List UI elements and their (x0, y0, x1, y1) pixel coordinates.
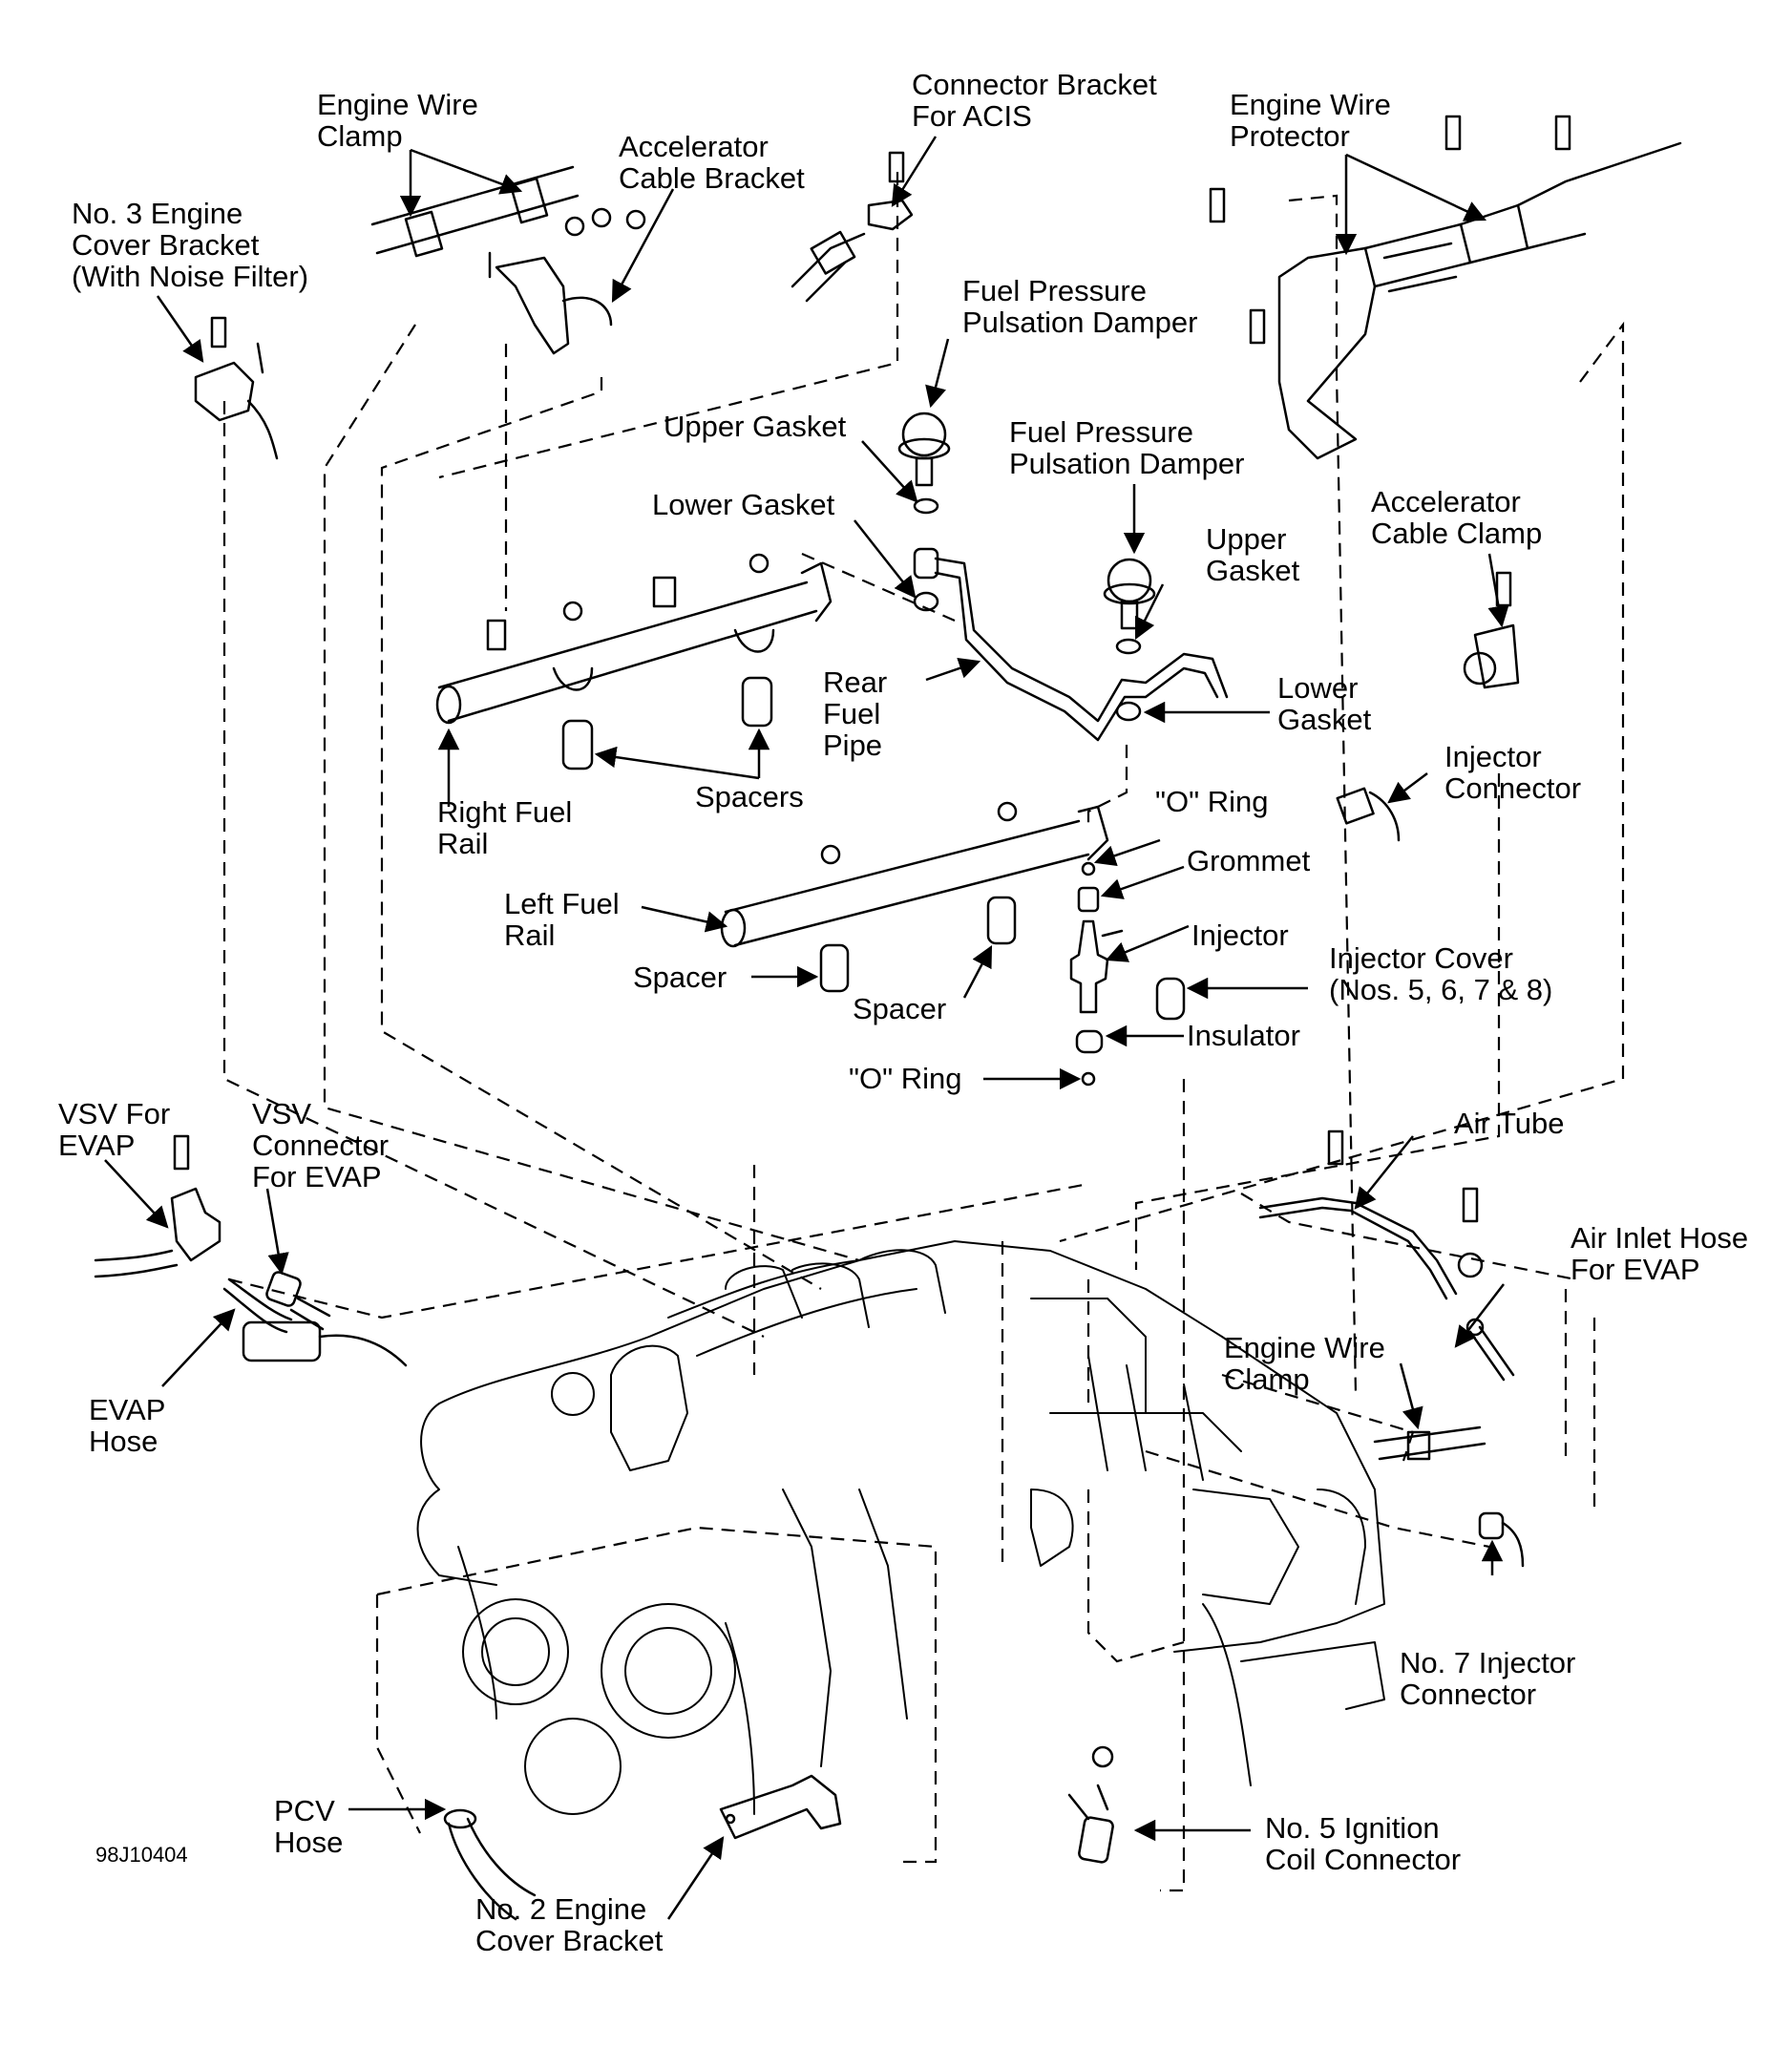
label-spacer-left: Spacer (633, 961, 727, 994)
label-vsv-for-evap: VSV For EVAP (58, 1097, 171, 1162)
label-rear-fuel-pipe: Rear Fuel Pipe (823, 665, 888, 762)
label-no7-injector-connector: No. 7 Injector Connector (1400, 1646, 1576, 1711)
o-ring-lower-part (1081, 1071, 1096, 1087)
label-no2-engine-cover-bracket: No. 2 Engine Cover Bracket (475, 1892, 664, 1957)
spacers-part (561, 676, 773, 771)
accelerator-cable-bracket-part (488, 207, 646, 355)
label-accelerator-cable-bracket: Accelerator Cable Bracket (619, 130, 805, 195)
spacer-left-part (819, 943, 850, 993)
upper-gasket-2-part (1115, 638, 1142, 655)
lower-gasket-2-part (1115, 701, 1142, 722)
label-fuel-pressure-damper-1: Fuel Pressure Pulsation Damper (962, 274, 1198, 339)
engine-wire-protector-part (1209, 115, 1682, 460)
injector-connector-part (1336, 787, 1401, 842)
label-upper-gasket-1: Upper Gasket (664, 410, 847, 443)
vsv-for-evap-part (94, 1134, 221, 1278)
label-engine-wire-clamp-top: Engine Wire Clamp (317, 88, 478, 153)
o-ring-upper-part (1081, 861, 1096, 876)
label-injector: Injector (1191, 918, 1289, 952)
label-o-ring-upper: "O" Ring (1155, 785, 1269, 818)
engine-wire-clamp-top-part (370, 165, 580, 258)
connector-bracket-acis-part (791, 151, 914, 303)
label-air-tube: Air Tube (1454, 1107, 1565, 1140)
dashed-guide-lines (222, 172, 1625, 1892)
label-right-fuel-rail: Right Fuel Rail (437, 795, 573, 860)
label-lower-gasket-2: Lower Gasket (1277, 671, 1372, 736)
right-fuel-rail-part (435, 553, 833, 725)
lower-gasket-1-part (913, 591, 939, 612)
label-insulator: Insulator (1187, 1019, 1300, 1052)
grommet-part (1077, 886, 1100, 913)
label-no5-ignition-coil-connector: No. 5 Ignition Coil Connector (1265, 1811, 1462, 1876)
label-fuel-pressure-damper-2: Fuel Pressure Pulsation Damper (1009, 415, 1245, 480)
no3-engine-cover-bracket-part (194, 316, 279, 460)
label-left-fuel-rail: Left Fuel Rail (504, 887, 620, 952)
fuel-pressure-damper-1-part (897, 412, 951, 487)
rear-fuel-pipe-part (913, 547, 1229, 742)
no5-ignition-coil-connector-part (1067, 1745, 1114, 1864)
label-no3-engine-cover-bracket: No. 3 Engine Cover Bracket (With Noise F… (72, 197, 309, 293)
vsv-connector-evap-part (265, 1271, 331, 1331)
label-vsv-connector-evap: VSV Connector For EVAP (252, 1097, 390, 1193)
label-engine-wire-clamp-bottom: Engine Wire Clamp (1224, 1331, 1385, 1396)
injector-cover-part (1155, 977, 1186, 1021)
engine-block-part (416, 1403, 1385, 1815)
label-accelerator-cable-clamp: Accelerator Cable Clamp (1371, 485, 1543, 550)
label-spacers: Spacers (695, 780, 804, 813)
figure-code: 98J10404 (95, 1843, 188, 1867)
spacer-right-part (986, 896, 1017, 945)
label-engine-wire-protector: Engine Wire Protector (1230, 88, 1391, 153)
label-connector-bracket-acis: Connector Bracket For ACIS (912, 68, 1157, 133)
insulator-part (1075, 1029, 1104, 1054)
left-fuel-rail-part (720, 801, 1109, 948)
leader-arrows (104, 136, 1509, 1920)
fuel-pressure-damper-2-part (1103, 558, 1156, 630)
upper-gasket-1-part (913, 497, 939, 515)
no7-injector-connector-part (1478, 1511, 1525, 1568)
parts (94, 115, 1682, 1921)
label-o-ring-lower: "O" Ring (849, 1062, 962, 1095)
evap-hose-part (222, 1277, 408, 1367)
label-air-inlet-hose-evap: Air Inlet Hose For EVAP (1571, 1221, 1749, 1286)
air-inlet-hose-evap-part (1465, 1318, 1515, 1382)
engine-wire-clamp-bottom-part (1373, 1425, 1486, 1461)
label-evap-hose: EVAP Hose (89, 1393, 166, 1458)
label-pcv-hose: PCV Hose (274, 1794, 344, 1859)
label-injector-cover: Injector Cover (Nos. 5, 6, 7 & 8) (1329, 941, 1553, 1006)
label-lower-gasket-1: Lower Gasket (652, 488, 835, 521)
label-injector-connector: Injector Connector (1444, 740, 1582, 805)
label-grommet: Grommet (1187, 844, 1311, 877)
air-tube-part (1258, 1130, 1484, 1300)
accelerator-cable-clamp-part (1463, 571, 1520, 689)
engine-intake-manifold-part (438, 1240, 1385, 1653)
label-spacer-right: Spacer (853, 992, 947, 1025)
injector-part (1069, 919, 1124, 1014)
no2-engine-cover-bracket-part (719, 1774, 842, 1840)
label-upper-gasket-2: Upper Gasket (1206, 522, 1300, 587)
